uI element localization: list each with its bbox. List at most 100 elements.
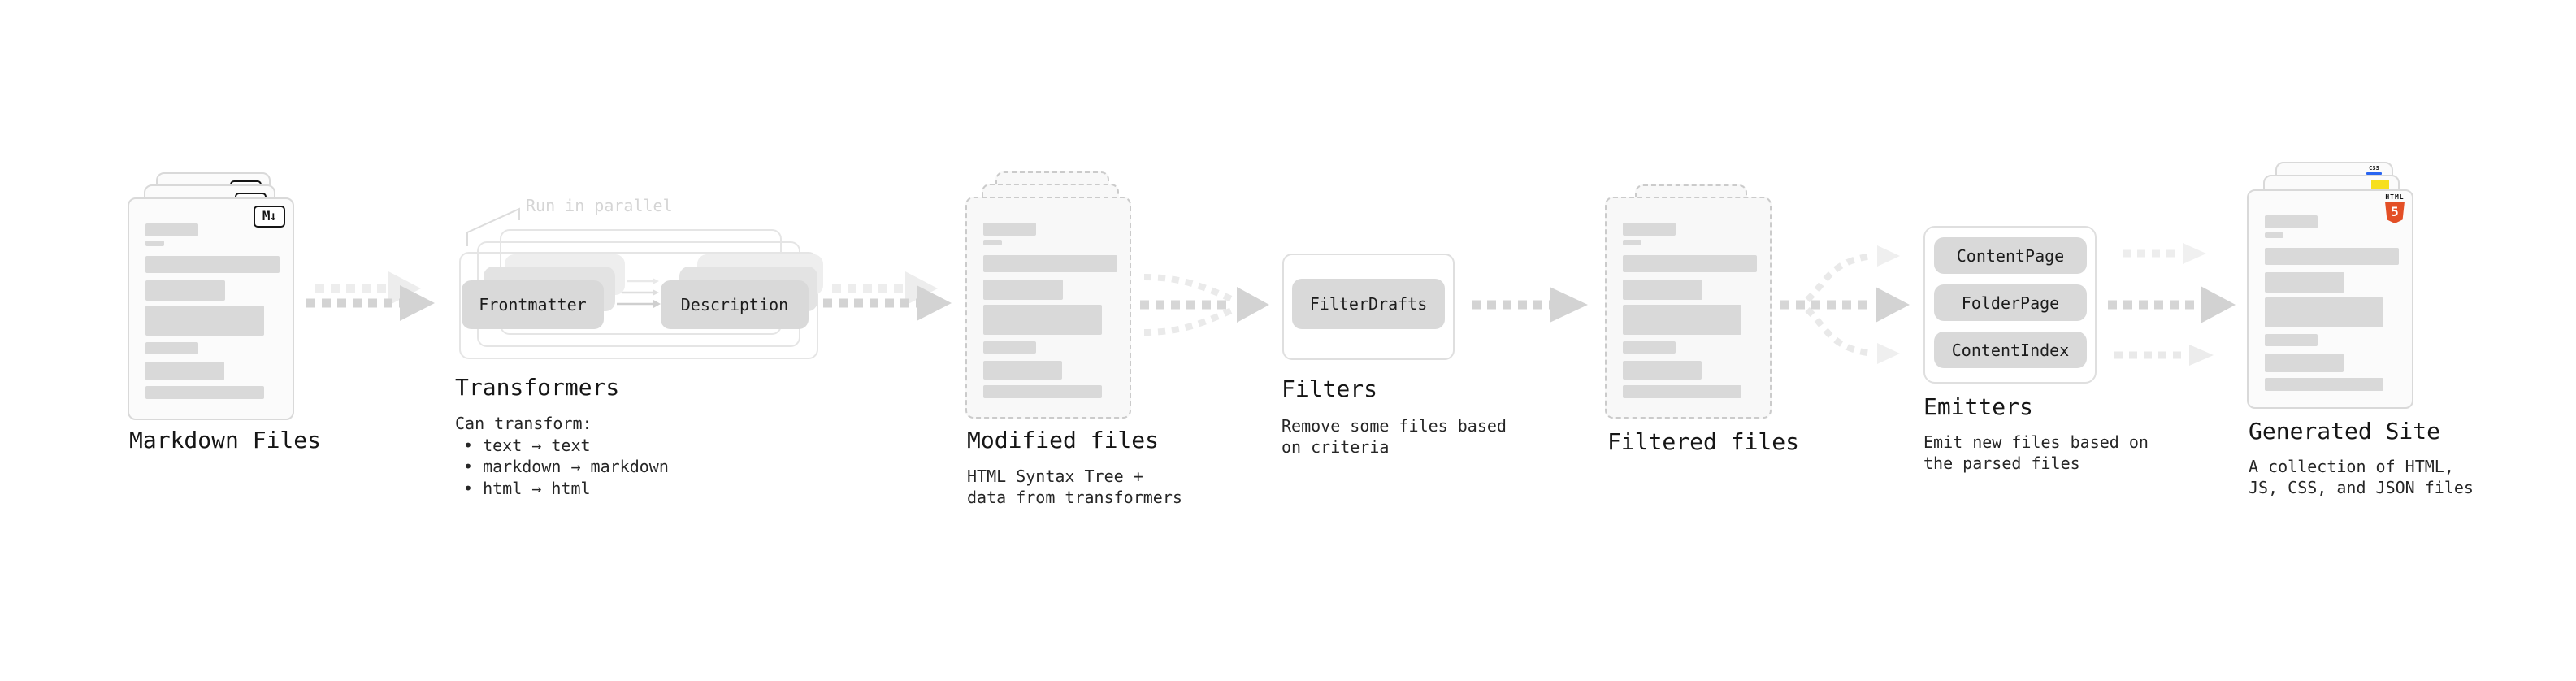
- skeleton-bar: [145, 256, 280, 273]
- generated-site-description: A collection of HTML, JS, CSS, and JSON …: [2249, 456, 2474, 498]
- skeleton-bar: [2265, 297, 2383, 327]
- emitters-description: Emit new files based on the parsed files: [1923, 432, 2149, 474]
- skeleton-text: [145, 223, 280, 399]
- arrowhead: [1550, 287, 1588, 323]
- skeleton-bar: [2265, 354, 2344, 372]
- folder-page-node: FolderPage: [1934, 284, 2087, 321]
- skeleton-bar: [1623, 280, 1702, 300]
- flow-arrow-icon: [306, 271, 435, 321]
- skeleton-text: [1623, 223, 1757, 398]
- arrowhead: [400, 285, 435, 321]
- upper-curve: [1805, 253, 1875, 303]
- skeleton-bar: [2265, 378, 2383, 391]
- skeleton-bar: [2265, 334, 2318, 346]
- content-index-node: ContentIndex: [1934, 332, 2087, 368]
- skeleton-bar: [983, 305, 1102, 335]
- description-node: Description: [661, 280, 809, 329]
- skeleton-bar: [983, 255, 1117, 272]
- html5-icon: HTML 5: [2384, 194, 2405, 223]
- css-bar: [2366, 172, 2382, 175]
- modified-files-description: HTML Syntax Tree + data from transformer…: [967, 466, 1182, 508]
- mini-arrow: [617, 300, 661, 308]
- stage-label-filters: Filters: [1281, 375, 1378, 402]
- sub-intro: Can transform:: [455, 414, 592, 433]
- sub-line: Remove some files based: [1281, 416, 1507, 436]
- skeleton-bar: [1623, 305, 1741, 335]
- skeleton-bar: [983, 385, 1102, 398]
- mini-arrow: [627, 278, 659, 284]
- arrowhead: [1237, 287, 1269, 323]
- skeleton-bar: [1623, 341, 1676, 354]
- filters-description: Remove some files based on criteria: [1281, 415, 1507, 458]
- file-card: HTML 5: [2247, 189, 2413, 409]
- skeleton-bar: [1623, 255, 1757, 272]
- skeleton-bar: [145, 342, 198, 354]
- stage-label-markdown-files: Markdown Files: [129, 427, 322, 453]
- skeleton-bar: [1623, 240, 1641, 245]
- mini-arrow: [622, 289, 659, 296]
- skeleton-bar: [145, 386, 264, 399]
- sub-line: data from transformers: [967, 488, 1182, 507]
- light-arrow: [2114, 345, 2214, 366]
- skeleton-bar: [145, 306, 264, 336]
- bullet-item: text → text: [463, 435, 669, 457]
- stage-label-emitters: Emitters: [1923, 393, 2033, 420]
- content-page-node: ContentPage: [1934, 237, 2087, 274]
- file-card-dashed: [965, 197, 1131, 419]
- sub-line: A collection of HTML,: [2249, 457, 2454, 476]
- skeleton-bar: [2265, 248, 2399, 265]
- skeleton-bar: [983, 341, 1036, 354]
- file-card: M↓: [128, 197, 294, 420]
- skeleton-bar: [2265, 272, 2344, 293]
- arrowhead: [1877, 245, 1900, 267]
- sub-line: JS, CSS, and JSON files: [2249, 478, 2474, 497]
- skeleton-bar: [2265, 232, 2283, 238]
- stage-label-transformers: Transformers: [455, 374, 620, 401]
- bullet-item: html → html: [463, 478, 669, 500]
- arrowhead: [2201, 286, 2236, 323]
- sub-line: Emit new files based on: [1923, 432, 2149, 452]
- skeleton-bar: [1623, 223, 1676, 236]
- html5-number: 5: [2391, 204, 2399, 219]
- main-arrow: [306, 285, 435, 321]
- html5-word: HTML: [2385, 193, 2405, 201]
- markdown-icon: M↓: [254, 206, 285, 228]
- stage-label-filtered-files: Filtered files: [1607, 428, 1800, 455]
- lower-curve: [1805, 306, 1875, 357]
- skeleton-bar: [983, 280, 1063, 300]
- filter-drafts-node: FilterDrafts: [1292, 279, 1445, 329]
- stage-label-generated-site: Generated Site: [2249, 418, 2441, 445]
- sub-line: on criteria: [1281, 437, 1390, 457]
- skeleton-bar: [145, 280, 225, 301]
- sub-line: the parsed files: [1923, 453, 2080, 473]
- output-arrows-icon: [2108, 243, 2236, 366]
- arrowhead: [653, 300, 661, 308]
- main-arrow: [2108, 286, 2236, 323]
- callout-line: [466, 207, 520, 246]
- skeleton-bar: [983, 240, 1002, 245]
- arrowhead: [2183, 243, 2206, 264]
- stage-label-modified-files: Modified files: [967, 427, 1160, 453]
- arrowhead: [653, 289, 659, 296]
- skeleton-bar: [1623, 361, 1702, 380]
- lower-curve: [1143, 306, 1237, 336]
- run-in-parallel-annotation: Run in parallel: [526, 196, 673, 215]
- skeleton-bar: [145, 223, 198, 236]
- css-icon: CSS: [2366, 166, 2382, 175]
- parallel-arrows-icon: [617, 278, 661, 308]
- main-arrow: [823, 285, 952, 321]
- arrowhead: [917, 285, 952, 321]
- arrowhead: [1876, 287, 1910, 323]
- css-word: CSS: [2369, 165, 2379, 171]
- js-icon: [2371, 180, 2389, 189]
- file-card-dashed: [1605, 197, 1772, 419]
- flow-arrow-icon: [1472, 287, 1588, 323]
- arrowhead: [653, 278, 659, 284]
- transformer-container: [459, 252, 818, 359]
- flow-arrow-icon: [823, 271, 952, 321]
- skeleton-bar: [2265, 215, 2318, 228]
- upper-curve: [1143, 274, 1237, 304]
- light-arrow: [2123, 243, 2206, 264]
- skeleton-bar: [145, 362, 224, 380]
